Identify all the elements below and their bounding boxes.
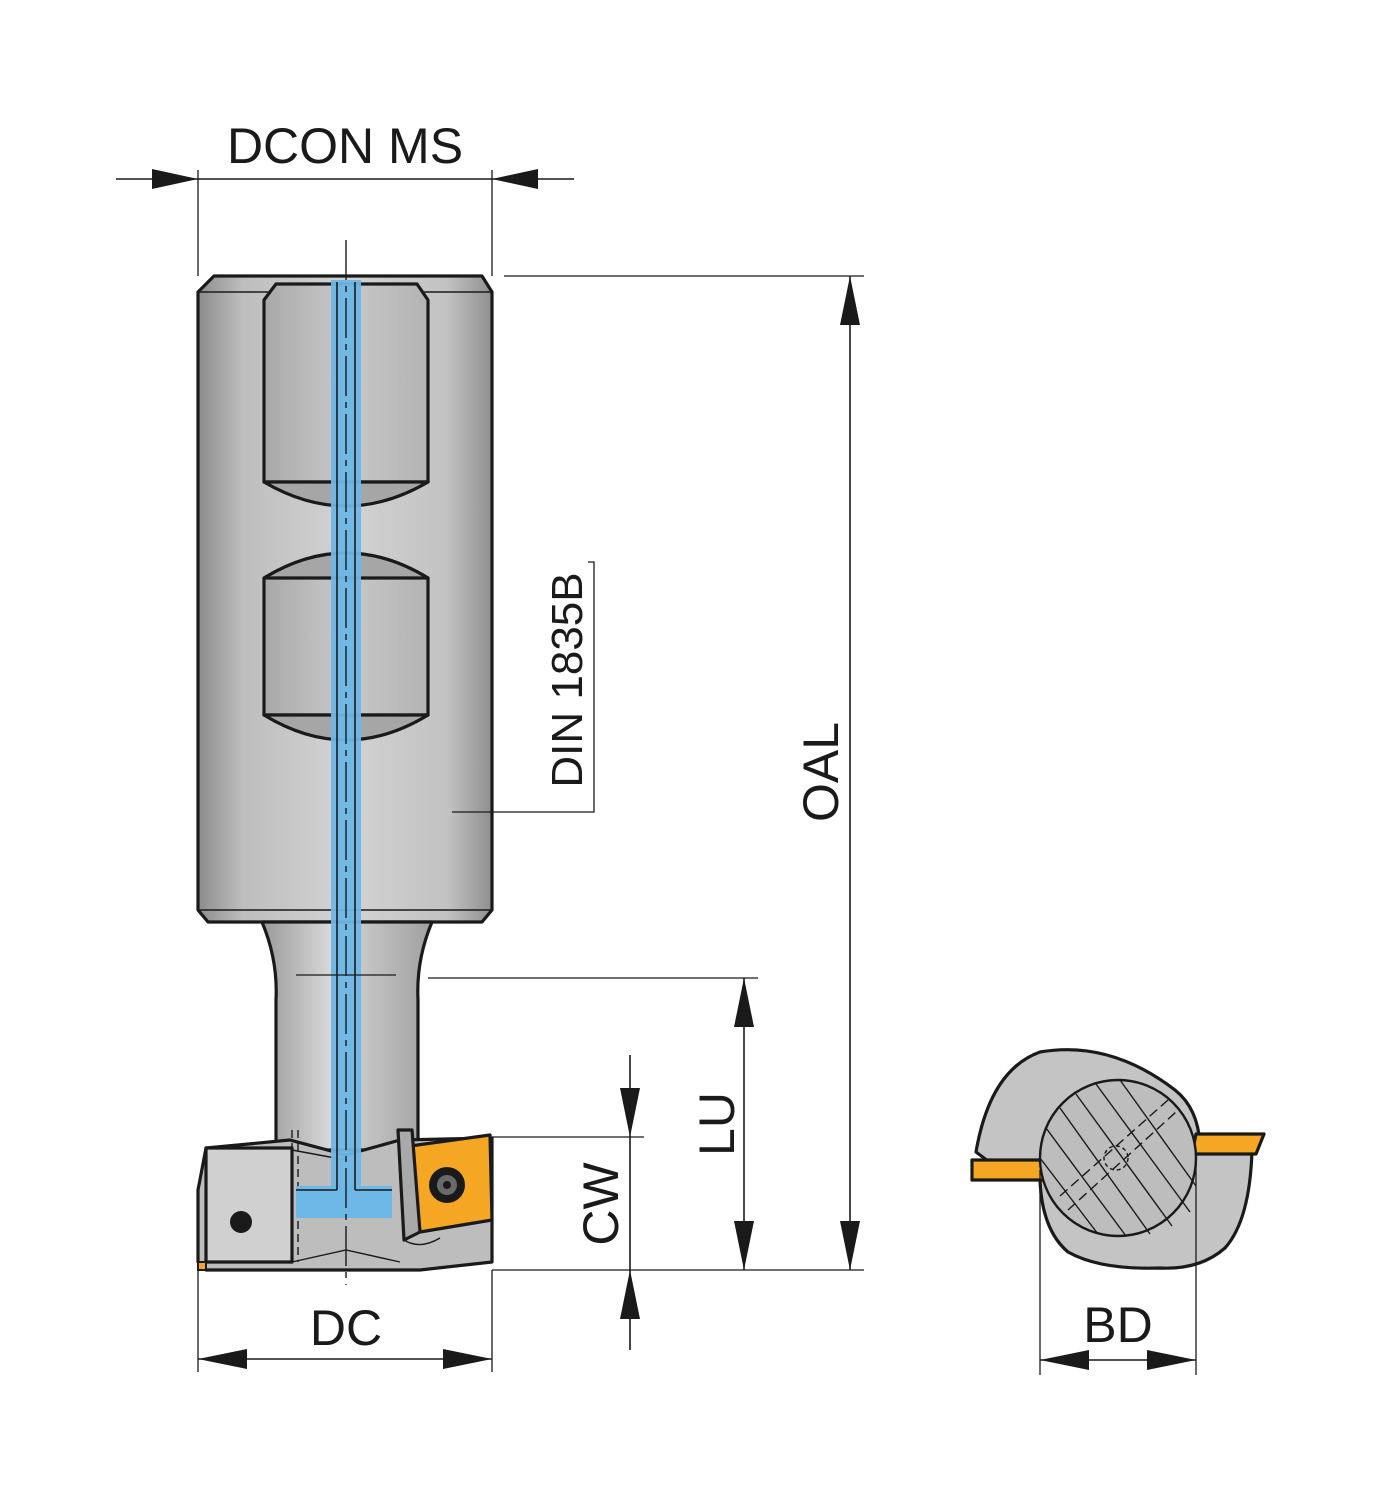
label-oal: OAL (793, 722, 849, 822)
end-view-shank-section (1038, 1078, 1198, 1238)
dim-dc: DC (197, 1270, 493, 1372)
cutter-head (196, 1128, 494, 1272)
label-cw: CW (573, 1162, 629, 1246)
label-dcon-ms: DCON MS (227, 118, 463, 174)
end-view-insert-right (1190, 1132, 1266, 1156)
dim-bd: BD (1039, 1154, 1197, 1375)
end-view (970, 1048, 1266, 1270)
dim-lu: LU (428, 977, 758, 1270)
screw-hole (230, 1211, 252, 1233)
label-din: DIN 1835B (543, 572, 592, 787)
left-insert (197, 1261, 207, 1271)
dim-cw: CW (492, 1055, 644, 1350)
dim-dcon-ms: DCON MS (116, 118, 574, 276)
dim-oal: OAL (492, 275, 864, 1271)
end-view-insert-left (970, 1158, 1046, 1182)
label-dc: DC (310, 1300, 382, 1356)
label-lu: LU (689, 1092, 745, 1156)
label-bd: BD (1083, 1297, 1152, 1353)
din-leader: DIN 1835B (452, 561, 595, 813)
